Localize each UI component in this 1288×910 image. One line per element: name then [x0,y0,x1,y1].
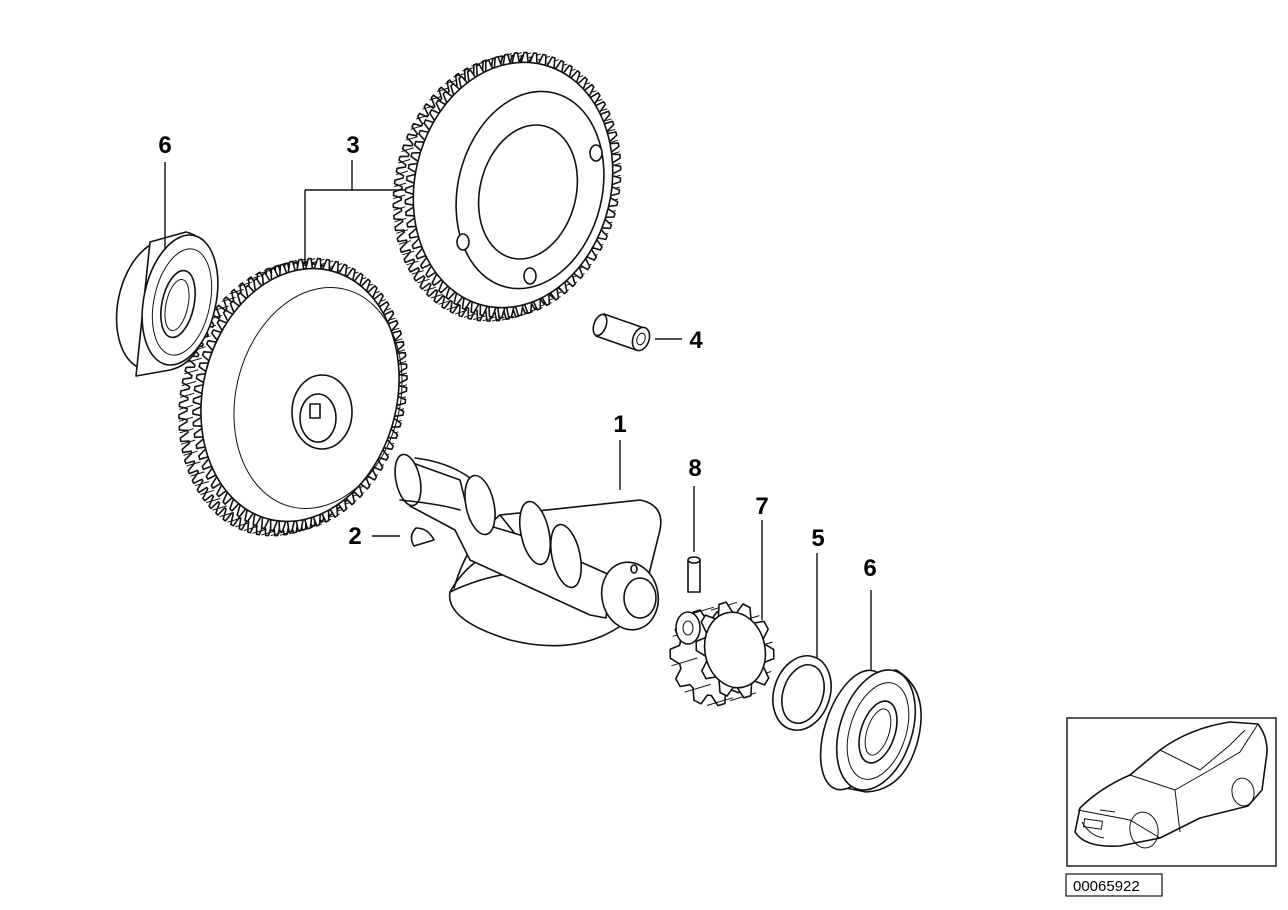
gear-tooth-edge [396,229,409,234]
gear-tooth-edge [200,489,215,495]
car-icon [1074,721,1268,849]
gear-tooth-edge [186,461,201,467]
callout-2: 2 [348,523,361,550]
callout-7: 7 [755,493,768,520]
gear-tooth-edge [179,404,194,410]
gear-tooth-edge [187,357,202,363]
dowel-pin[interactable] [687,556,701,593]
gear-tooth-edge [430,293,443,299]
gear-tooth-edge [212,505,227,511]
gear-tooth-edge [405,136,418,141]
gear-tooth-edge [206,498,221,504]
gear-tooth-edge [410,125,423,130]
gear-tooth-edge [438,300,451,305]
gear-tooth-edge [423,286,436,292]
gear-tooth-edge [473,315,486,321]
gear-tooth-edge [444,79,458,85]
gear-tooth-edge [429,95,442,101]
vehicle-thumbnail [1066,717,1277,867]
gear-tooth-edge [237,281,252,287]
gear-tooth-edge [235,522,250,528]
gear-tooth-edge [671,657,698,667]
callout-4: 4 [689,327,703,354]
gear-tooth-edge [179,392,195,398]
callout-1: 1 [613,411,626,438]
gear-tooth-edge [183,450,198,456]
gear-tooth-edge [263,265,279,271]
sleeve[interactable] [591,313,653,353]
gear-tooth-edge [190,471,205,477]
gear-tooth-edge [227,517,242,523]
gear-tooth-edge [453,72,466,78]
ball-bearing-right[interactable] [807,660,929,800]
gear-tooth-edge [398,158,411,164]
callout-6-right: 6 [863,555,876,582]
gear-tooth-edge [179,428,194,434]
gear-tooth-edge [446,305,459,311]
gear-tooth-edge [394,217,407,223]
gear-tooth-edge [462,66,475,72]
washer[interactable] [764,648,841,738]
gear-tooth-edge [181,380,196,387]
callout-3: 3 [346,132,359,159]
gear-tooth-edge [254,270,270,276]
gear-tooth-edge [422,105,435,110]
gear-tooth-edge [454,309,468,315]
gear-tooth-edge [436,87,450,92]
gear-tooth-edge [395,170,408,176]
gear-tooth-edge [402,250,415,256]
gear-tooth-edge [482,316,495,322]
gear-tooth-edge [246,275,261,281]
gear-tooth-edge [229,288,244,295]
gear-tooth-edge [270,531,285,537]
gear-tooth-edge [178,416,194,422]
gear-tooth-edge [181,439,196,445]
gear-lower[interactable] [175,247,425,542]
gear-tooth-edge [393,206,406,211]
callout-8: 8 [688,455,701,482]
gear-tooth-edge [471,61,484,67]
callout-5: 5 [811,525,824,552]
gear-tooth-edge [184,369,199,375]
gear-tooth-edge [243,525,258,532]
gear-tooth-edge [406,260,419,266]
pinion-gear[interactable] [669,601,775,707]
leader-lines [164,160,872,670]
gear-tooth-edge [411,270,424,275]
gear-tooth-edge [194,481,210,487]
gear-tooth-edge [706,697,734,706]
gear-tooth-edge [214,305,229,311]
gear-tooth-edge [463,313,477,318]
balance-shaft[interactable] [391,452,665,647]
gear-tooth-edge [393,194,406,199]
gear-tooth-edge [684,683,711,693]
reference-number: 00065922 [1073,878,1140,895]
gear-upper[interactable] [388,41,638,329]
reference-number-box: 00065922 [1065,873,1163,897]
gear-tooth-edge [417,278,430,284]
callout-6-left: 6 [158,132,171,159]
gear-tooth-edge [252,528,267,534]
ball-bearing-left[interactable] [105,228,229,378]
gear-tooth-edge [416,114,429,120]
gear-tooth-edge [221,296,237,302]
gear-tooth-edge [401,147,414,152]
woodruff-key[interactable] [410,527,435,547]
gear-tooth-edge [219,511,234,518]
gear-tooth-edge [398,240,412,245]
gear-tooth-edge [261,530,276,536]
gear-tooth-edge [394,182,407,188]
